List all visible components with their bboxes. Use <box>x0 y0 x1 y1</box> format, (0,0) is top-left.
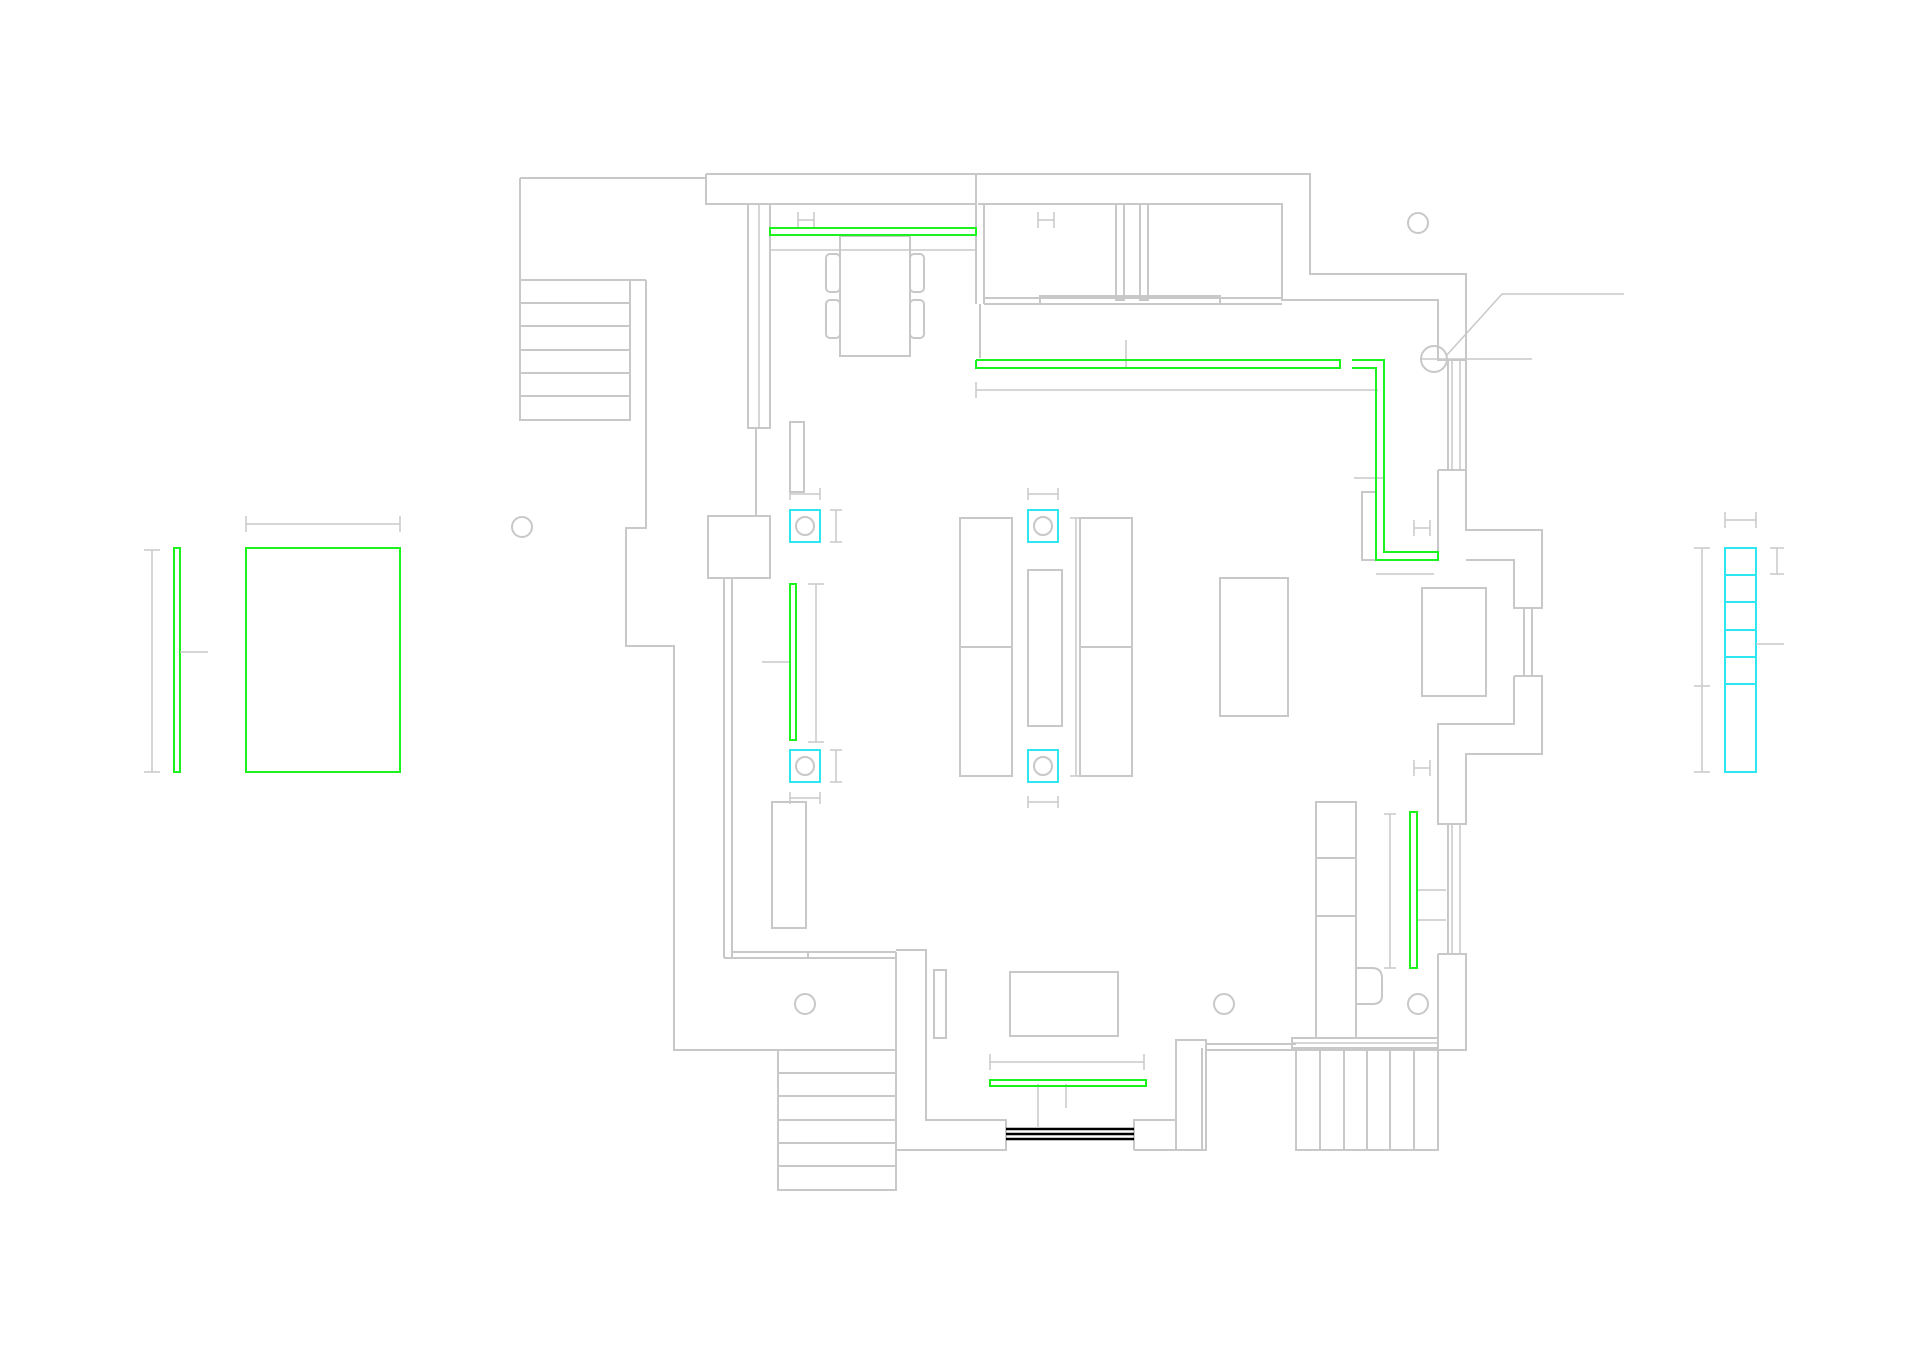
dining-table <box>839 235 911 357</box>
left-detail-panel-edge <box>173 547 181 773</box>
chair <box>909 253 925 293</box>
north-wall-highlight <box>975 359 1341 369</box>
post <box>511 516 533 538</box>
left-detail-panel <box>245 547 401 773</box>
left-detail-elevation <box>144 516 401 773</box>
post <box>1407 993 1429 1015</box>
section-marker <box>1413 760 1431 776</box>
small-shelf <box>933 969 947 1039</box>
column-highlight <box>789 749 821 783</box>
post <box>794 993 816 1015</box>
site-outline <box>519 173 1467 1051</box>
south-furniture <box>933 969 1145 1128</box>
dining-set <box>770 235 976 357</box>
column-highlight <box>789 509 821 543</box>
column-circle <box>795 516 815 536</box>
column-highlight <box>1027 509 1059 543</box>
green-highlights <box>769 227 1439 1087</box>
post <box>1407 212 1429 234</box>
south-east-stair <box>1295 1049 1439 1151</box>
column-circle <box>795 756 815 776</box>
entrance-threshold <box>1006 1127 1134 1141</box>
display-cabinets <box>959 517 1487 777</box>
section-markers <box>797 212 1431 776</box>
east-table <box>1219 577 1289 717</box>
column-highlight <box>1027 749 1059 783</box>
right-detail-shelf <box>1694 512 1784 773</box>
chair <box>825 299 841 339</box>
post <box>1213 993 1235 1015</box>
leader-line <box>1420 293 1624 360</box>
chair <box>909 299 925 339</box>
south-east-furniture <box>1315 477 1446 1039</box>
section-marker <box>1037 212 1055 228</box>
building-walls <box>707 174 1543 1151</box>
se-cabinet-lower <box>1315 915 1357 1039</box>
north-glass-panel <box>769 227 977 236</box>
north-east-highlight <box>1352 359 1439 561</box>
west-furniture <box>762 421 824 929</box>
east-glass-panel <box>1409 811 1418 969</box>
narrow-shelf <box>789 421 805 493</box>
section-marker <box>797 212 815 228</box>
interior-dimensions <box>975 340 1378 398</box>
chair <box>825 253 841 293</box>
structural-columns <box>789 488 1059 808</box>
center-cabinet <box>1027 569 1063 727</box>
east-bench <box>1421 587 1487 697</box>
column-circle <box>1033 756 1053 776</box>
south-west-stair <box>777 1049 897 1191</box>
right-detail-shelf-unit <box>1724 547 1757 773</box>
south-glass-panel <box>989 1079 1147 1087</box>
west-glass-panel <box>789 583 797 741</box>
west-column-block <box>707 515 771 579</box>
reception-desk <box>1009 971 1119 1037</box>
column-circle <box>1033 516 1053 536</box>
west-cabinet <box>771 801 807 929</box>
section-marker <box>1413 520 1431 536</box>
north-west-stair <box>519 279 646 421</box>
